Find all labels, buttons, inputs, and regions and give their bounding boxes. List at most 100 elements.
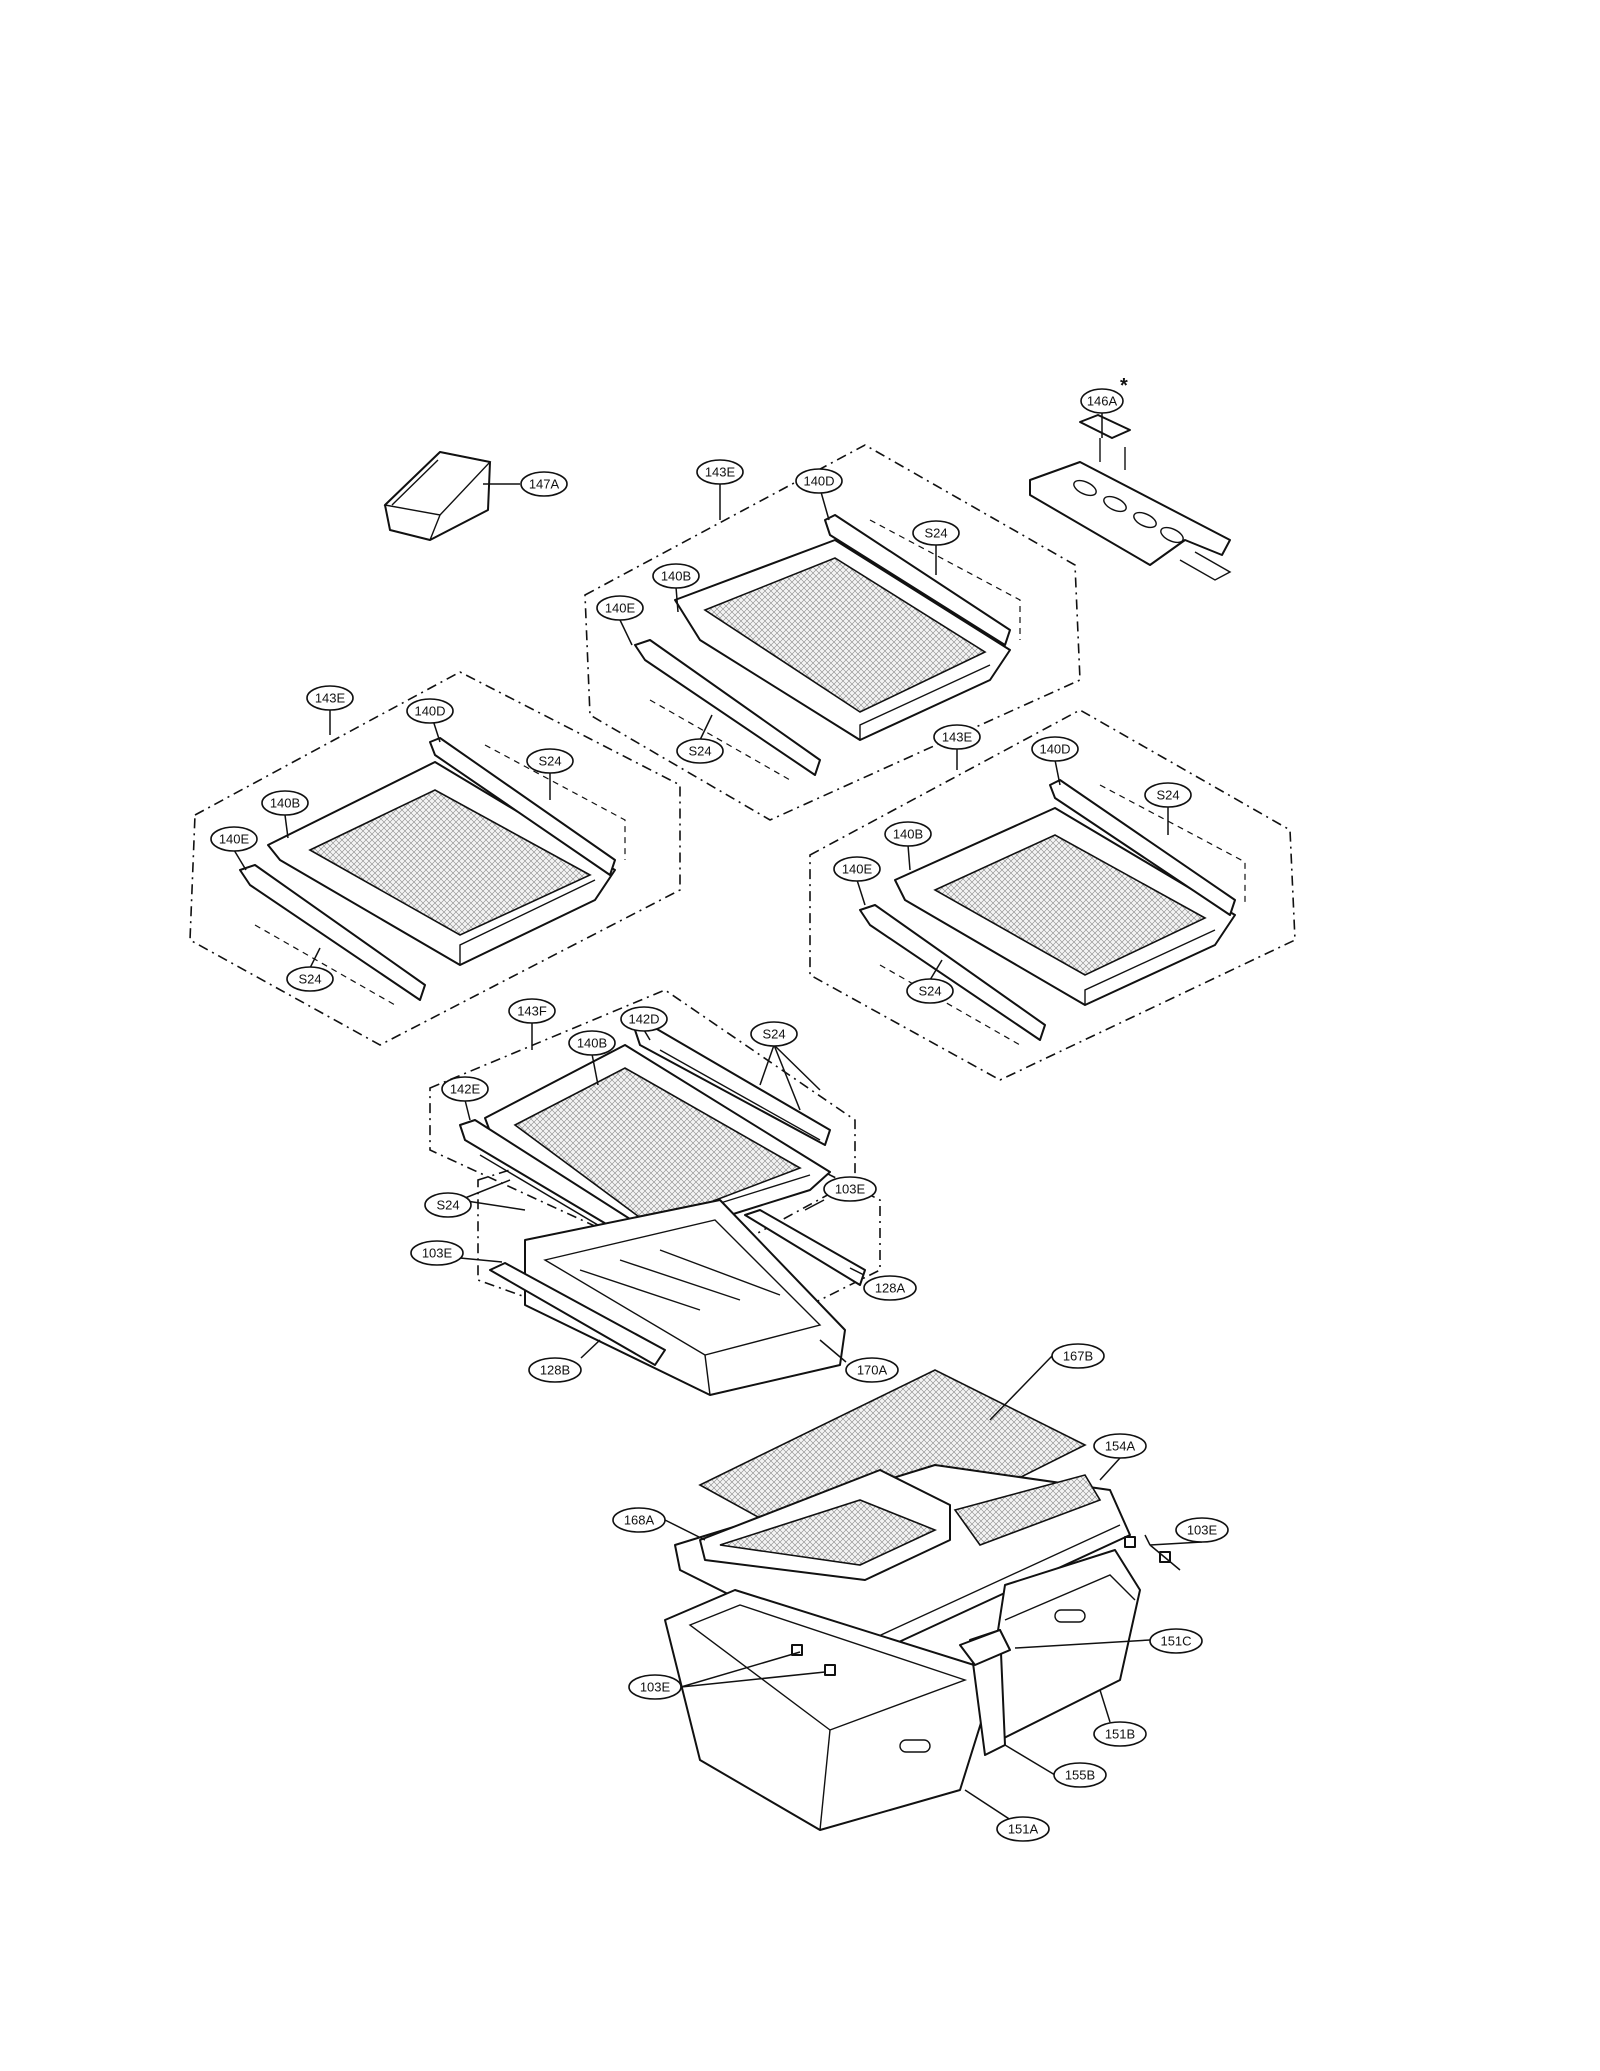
callout: 142E [441,1076,489,1102]
callout-label: S24 [538,754,561,769]
callout-label: S24 [688,744,711,759]
callout: 151C [1149,1628,1203,1654]
slide-rail-128b [489,1262,666,1366]
callout: S24 [676,738,724,764]
callout-label: 128B [540,1363,570,1378]
bracket-146a [1029,414,1232,581]
callout: 140B [261,790,309,816]
callout: 168A [612,1507,666,1533]
side-rail-left [859,904,1046,1046]
callout-label: 140D [803,474,834,489]
callout: 103E [823,1176,877,1202]
callout-label: S24 [918,984,941,999]
callout-label: 147A [529,477,560,492]
callout-label: 140B [661,569,691,584]
shelf-frame [484,1044,831,1241]
callout: 128A [863,1275,917,1301]
callout: 140D [1031,736,1079,762]
callout: 146A [1080,388,1124,414]
shelf-frame [267,761,616,966]
callout-label: 140D [1039,742,1070,757]
bin-147a [383,451,492,541]
callout-label: S24 [762,1027,785,1042]
side-rail-left [239,864,426,1006]
callout-label: 168A [624,1513,655,1528]
callout-label: 103E [1187,1523,1218,1538]
crisper-assembly [664,1369,1171,1831]
callout: 147A [520,471,568,497]
callout-label: 143E [942,730,973,745]
callout-label: 140B [577,1036,607,1051]
callout-label: 143E [705,465,736,480]
callout-label: 155B [1065,1768,1095,1783]
callout-label: 128A [875,1281,906,1296]
callout: 155B [1053,1762,1107,1788]
side-rail-right [824,514,1021,646]
callout-label: 140B [270,796,300,811]
callout-label: 103E [640,1680,671,1695]
callout-label: S24 [1156,788,1179,803]
side-rail-left [634,639,821,781]
callout: 154A [1093,1433,1147,1459]
callout: S24 [750,1021,798,1047]
shelf-assembly-143e-top [584,444,1081,821]
callout: 140B [568,1030,616,1056]
callout-label: S24 [924,526,947,541]
callout: 128B [528,1357,582,1383]
callout-label: 170A [857,1363,888,1378]
callout: 140B [884,821,932,847]
shelf-drawer-assembly-143f [429,989,881,1396]
callout-label: 151B [1105,1727,1135,1742]
callout: 151B [1093,1721,1147,1747]
callout: S24 [1144,782,1192,808]
callout-label: 140E [605,601,636,616]
leader-lines [233,402,1203,1829]
callout-label: 142E [450,1082,481,1097]
shelf-frame [674,539,1011,741]
callout-label: 140B [893,827,923,842]
callout-label: 103E [835,1182,866,1197]
callout-label: 103E [422,1246,453,1261]
callout: 170A [845,1357,899,1383]
callout: 103E [1175,1517,1229,1543]
support-151c [959,1629,1011,1666]
callout-label: S24 [298,972,321,987]
callout: 140D [795,468,843,494]
callout: 140E [596,595,644,621]
callout: S24 [424,1192,472,1218]
callout: 140E [210,826,258,852]
callout-label: 167B [1063,1349,1093,1364]
callout-label: 151A [1008,1822,1039,1837]
callout-label: S24 [436,1198,459,1213]
slide-rail-128a [744,1209,866,1286]
callout: 143F [508,998,556,1024]
shelf-frame [894,807,1236,1006]
callout: 143E [306,685,354,711]
callout: 103E [410,1240,464,1266]
callout: 143E [933,724,981,750]
note-marker-asterisk: * [1120,375,1128,397]
shelf-assembly-143e-right [809,709,1296,1081]
side-rail-right [1049,779,1246,916]
callout-label: 151C [1160,1634,1191,1649]
callout-label: 143E [315,691,346,706]
callout-label: 146A [1087,394,1118,409]
callout-label: 140E [842,862,873,877]
frame-168a [699,1469,951,1581]
callout: S24 [906,978,954,1004]
callout-label: 140D [414,704,445,719]
callout: 143E [696,459,744,485]
callout: 151A [996,1816,1050,1842]
callout: S24 [912,520,960,546]
callout-label: 143F [517,1004,547,1019]
callout: 167B [1051,1343,1105,1369]
callout-label: 142D [628,1012,659,1027]
callout-label: 154A [1105,1439,1136,1454]
drawer-151a [664,1589,991,1831]
callout: 140B [652,563,700,589]
drawer-170a [524,1199,846,1396]
callout: 140E [833,856,881,882]
callout-label: 140E [219,832,250,847]
callout: 142D [620,1006,668,1032]
